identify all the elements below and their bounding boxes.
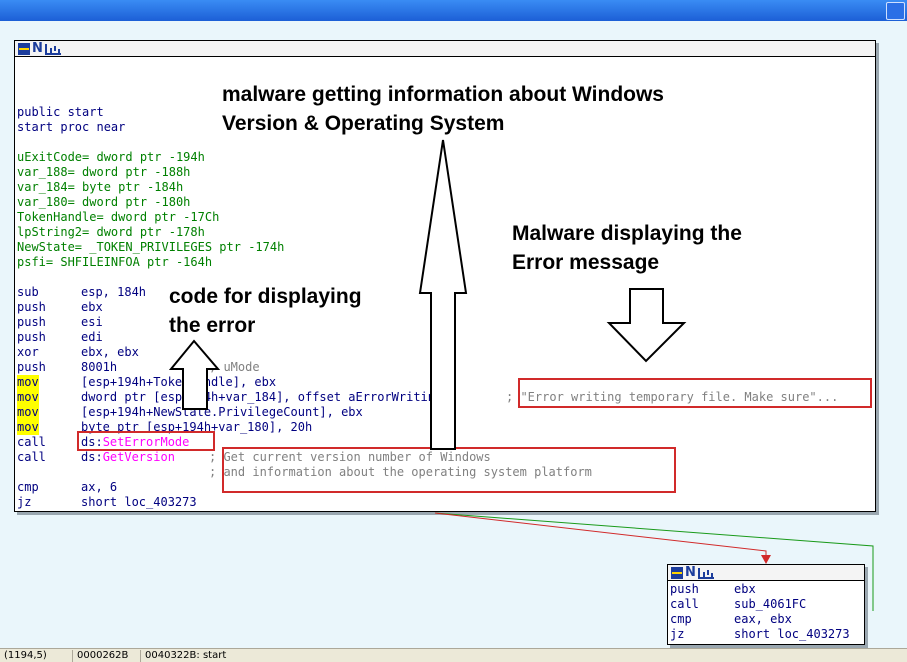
operands: ebx, ebx (81, 345, 139, 359)
mnemonic: push (17, 360, 46, 374)
mnemonic: jz (670, 627, 685, 641)
node-header: N (668, 565, 864, 581)
operands: ebx (81, 300, 103, 314)
asm-text: var_188= dword ptr -188h (17, 165, 191, 179)
asm-text: var_184= byte ptr -184h (17, 180, 184, 194)
operands: ax, 6 (81, 480, 118, 494)
node-letter: N (685, 565, 696, 580)
mnemonic: cmp (17, 480, 39, 494)
mnemonic: mov (17, 390, 39, 405)
mnemonic: mov (17, 420, 39, 435)
annotation-version-os: malware getting information about Window… (222, 83, 664, 135)
mnemonic: call (17, 450, 46, 464)
function-name[interactable]: GetVersion (102, 450, 175, 464)
operands: edi (81, 330, 103, 344)
operands: ebx (734, 582, 756, 596)
operands: short loc_403273 (734, 627, 850, 641)
mnemonic: push (17, 315, 46, 329)
operands: ds:GetVersion (81, 450, 175, 465)
error-string-box (518, 378, 872, 408)
comment: ; and information about the operating sy… (209, 465, 592, 479)
status-address: 0040322B: start (140, 650, 345, 662)
asm-text: NewState= _TOKEN_PRIVILEGES ptr -174h (17, 240, 285, 254)
segment-prefix: ds: (81, 435, 103, 449)
setErrorMode-box (77, 431, 215, 451)
asm-text: lpString2= dword ptr -178h (17, 225, 205, 239)
operands: [esp+194h+NewState.PrivilegeCount], ebx (81, 405, 363, 419)
status-bar: (1194,5) 0000262B 0040322B: start (0, 648, 907, 662)
title-bar (0, 0, 907, 21)
operands: dword ptr [esp+194h+var_184], offset aEr… (81, 390, 457, 404)
mnemonic: jz (17, 495, 32, 509)
asm-text: uExitCode= dword ptr -194h (17, 150, 205, 164)
annotation-error-message: Malware displaying the Error message (512, 222, 742, 274)
operands: short loc_403273 (81, 495, 197, 509)
operands: esp, 184h (81, 285, 147, 299)
mnemonic: mov (17, 405, 39, 420)
function-name[interactable]: SetErrorMode (102, 435, 190, 449)
node-header: N (15, 41, 875, 57)
edge-red (434, 512, 767, 561)
mnemonic: push (670, 582, 699, 596)
mnemonic: cmp (670, 612, 692, 626)
asm-text: psfi= SHFILEINFOA ptr -164h (17, 255, 213, 269)
mnemonic: call (17, 435, 46, 449)
annotation-code-error: code for displaying the error (169, 285, 362, 337)
mnemonic: push (17, 330, 46, 344)
mnemonic: xor (17, 345, 39, 359)
operands: esi (81, 315, 103, 329)
mnemonic: push (17, 300, 46, 314)
mnemonic: mov (17, 375, 39, 390)
mnemonic: sub (17, 285, 39, 299)
comment: ; Get current version number of Windows (209, 450, 491, 464)
getversion-comment-box (222, 447, 676, 493)
grid-icon[interactable] (671, 567, 683, 579)
status-coords: (1194,5) (4, 650, 47, 661)
close-button[interactable] (886, 2, 905, 20)
asm-text: start proc near (17, 120, 126, 134)
code-block-next[interactable]: N push ebx call sub_4061FC cmp eax, ebx jz s… (667, 564, 865, 645)
graph-icon[interactable] (698, 568, 714, 579)
edge-arrowhead (761, 555, 771, 564)
grid-icon[interactable] (18, 43, 30, 55)
status-offset: 0000262B (72, 650, 139, 662)
operands: sub_4061FC (734, 597, 807, 611)
mnemonic: call (670, 597, 699, 611)
comment: ; uMode (209, 360, 260, 374)
asm-text: var_180= dword ptr -180h (17, 195, 191, 209)
node-letter: N (32, 41, 43, 56)
asm-text: public start (17, 105, 104, 119)
segment-prefix: ds: (81, 450, 103, 464)
operands: [esp+194h+TokenHandle], ebx (81, 375, 277, 389)
graph-canvas[interactable]: N public start start proc near uExitCode… (0, 21, 907, 648)
operands: 8001h (81, 360, 118, 374)
asm-text: TokenHandle= dword ptr -17Ch (17, 210, 220, 224)
operands: eax, ebx (734, 612, 792, 626)
operands: byte ptr [esp+194h+var_180], 20h (81, 420, 313, 434)
graph-icon[interactable] (45, 44, 61, 55)
operands: ds:SetErrorMode (81, 435, 189, 450)
comment: ; "Error writing temporary file. Make su… (506, 390, 839, 404)
